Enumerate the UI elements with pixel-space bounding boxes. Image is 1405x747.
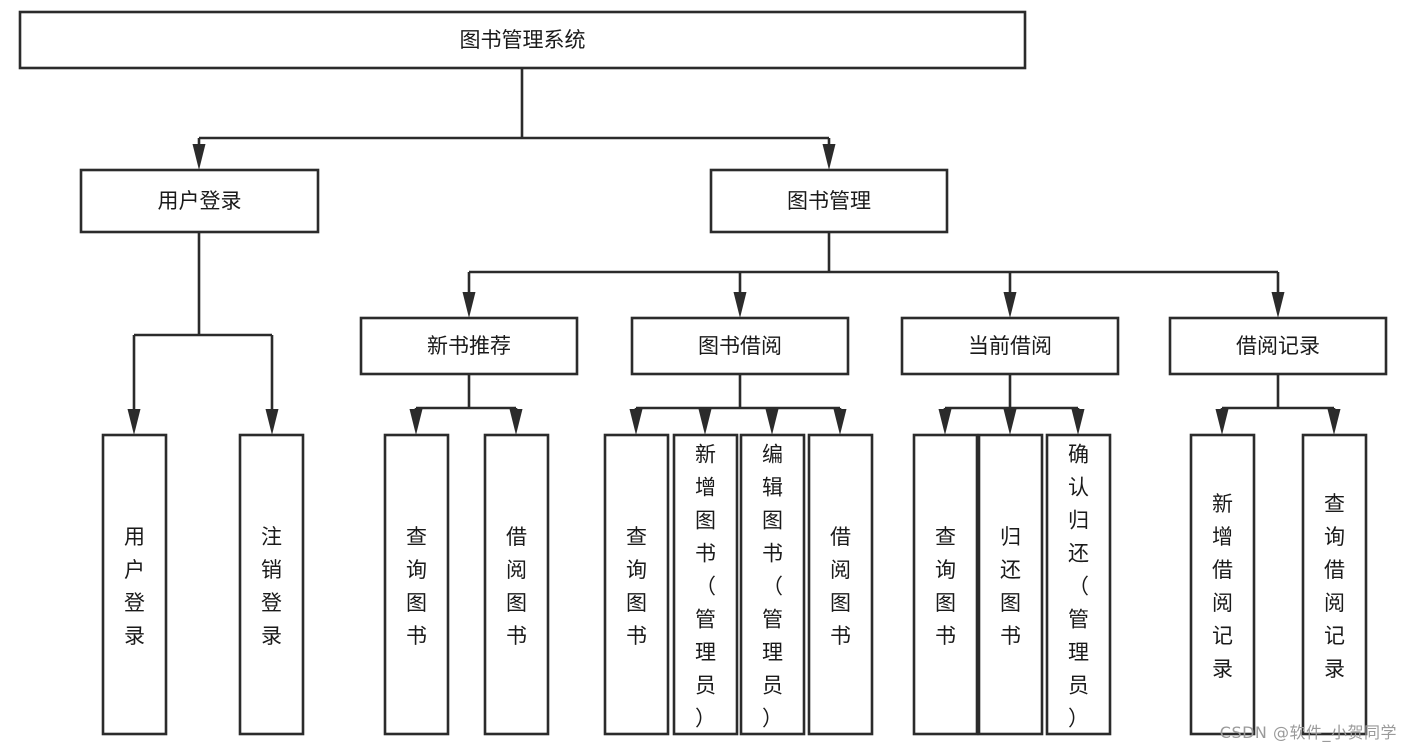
arrow-head-icon bbox=[1215, 409, 1229, 435]
node-box-leaf-query-book-2[interactable] bbox=[603, 433, 670, 736]
node-label: 新增图书（管理员） bbox=[695, 443, 716, 731]
node-leaf-confirm-return[interactable]: 确认归还（管理员） bbox=[1045, 433, 1112, 736]
node-box-leaf-edit-book[interactable] bbox=[739, 433, 806, 736]
arrow-head-icon bbox=[938, 409, 952, 435]
arrow-head-icon bbox=[127, 409, 141, 435]
node-box-leaf-query-book-3[interactable] bbox=[912, 433, 979, 736]
node-label: 查询图书 bbox=[935, 525, 956, 648]
edges-layer bbox=[127, 68, 1341, 435]
arrow-head-icon bbox=[698, 409, 712, 435]
arrow-head-icon bbox=[192, 144, 206, 170]
node-label: 借阅记录 bbox=[1236, 334, 1320, 358]
arrow-head-icon bbox=[1327, 409, 1341, 435]
node-label: 借阅图书 bbox=[830, 525, 851, 648]
node-box-book-manage[interactable] bbox=[709, 168, 949, 234]
node-label: 当前借阅 bbox=[968, 334, 1052, 358]
node-box-book-borrow[interactable] bbox=[630, 316, 850, 376]
node-box-borrow-record[interactable] bbox=[1168, 316, 1388, 376]
node-box-leaf-borrow-book-2[interactable] bbox=[807, 433, 874, 736]
node-label: 用户登录 bbox=[158, 189, 242, 213]
node-leaf-add-borrow-record[interactable]: 新增借阅记录 bbox=[1189, 433, 1256, 736]
node-leaf-return-book[interactable]: 归还图书 bbox=[977, 433, 1044, 736]
node-leaf-add-book[interactable]: 新增图书（管理员） bbox=[672, 433, 739, 736]
node-box-leaf-borrow-book-1[interactable] bbox=[483, 433, 550, 736]
node-label: 新书推荐 bbox=[427, 334, 511, 358]
node-box-leaf-query-borrow-record[interactable] bbox=[1301, 433, 1368, 736]
node-book-manage[interactable]: 图书管理 bbox=[709, 168, 949, 234]
node-label: 图书管理系统 bbox=[460, 28, 586, 52]
node-label: 查询图书 bbox=[406, 525, 427, 648]
node-label: 新增借阅记录 bbox=[1212, 492, 1233, 681]
arrow-head-icon bbox=[1071, 409, 1085, 435]
node-box-leaf-query-book-1[interactable] bbox=[383, 433, 450, 736]
node-label: 图书管理 bbox=[787, 189, 871, 213]
node-label: 图书借阅 bbox=[698, 334, 782, 358]
node-label: 借阅图书 bbox=[506, 525, 527, 648]
connector-edge-root-split bbox=[192, 68, 836, 170]
arrow-head-icon bbox=[765, 409, 779, 435]
node-leaf-borrow-book-1[interactable]: 借阅图书 bbox=[483, 433, 550, 736]
node-new-book-recommend[interactable]: 新书推荐 bbox=[359, 316, 579, 376]
connector-edge-userlogin-split bbox=[127, 232, 279, 435]
node-label: 确认归还（管理员） bbox=[1068, 443, 1089, 731]
node-box-user-login[interactable] bbox=[79, 168, 320, 234]
node-leaf-query-book-1[interactable]: 查询图书 bbox=[383, 433, 450, 736]
connector-edge-newbook-split bbox=[409, 374, 523, 435]
arrow-head-icon bbox=[629, 409, 643, 435]
arrow-head-icon bbox=[265, 409, 279, 435]
node-label: 归还图书 bbox=[1000, 525, 1021, 648]
arrow-head-icon bbox=[822, 144, 836, 170]
node-book-borrow[interactable]: 图书借阅 bbox=[630, 316, 850, 376]
arrow-head-icon bbox=[733, 292, 747, 318]
node-leaf-user-login[interactable]: 用户登录 bbox=[101, 433, 168, 736]
connector-edge-currentborrow-split bbox=[938, 374, 1085, 435]
node-user-login[interactable]: 用户登录 bbox=[79, 168, 320, 234]
node-box-current-borrow[interactable] bbox=[900, 316, 1120, 376]
node-leaf-borrow-book-2[interactable]: 借阅图书 bbox=[807, 433, 874, 736]
node-leaf-edit-book[interactable]: 编辑图书（管理员） bbox=[739, 433, 806, 736]
node-label: 查询图书 bbox=[626, 525, 647, 648]
arrow-head-icon bbox=[1003, 409, 1017, 435]
node-current-borrow[interactable]: 当前借阅 bbox=[900, 316, 1120, 376]
node-box-root[interactable] bbox=[18, 10, 1027, 70]
connector-edge-bookborrow-split bbox=[629, 374, 847, 435]
nodes-layer: 图书管理系统用户登录图书管理新书推荐图书借阅当前借阅借阅记录用户登录注销登录查询… bbox=[18, 10, 1388, 736]
node-label: 查询借阅记录 bbox=[1324, 492, 1345, 681]
node-box-leaf-add-borrow-record[interactable] bbox=[1189, 433, 1256, 736]
arrow-head-icon bbox=[409, 409, 423, 435]
arrow-head-icon bbox=[509, 409, 523, 435]
csdn-watermark: CSDN @软件_小贺同学 bbox=[1219, 723, 1397, 742]
connector-edge-borrowrecord-split bbox=[1215, 374, 1341, 435]
node-box-leaf-confirm-return[interactable] bbox=[1045, 433, 1112, 736]
node-label: 注销登录 bbox=[261, 525, 282, 648]
arrow-head-icon bbox=[1271, 292, 1285, 318]
node-box-leaf-return-book[interactable] bbox=[977, 433, 1044, 736]
node-borrow-record[interactable]: 借阅记录 bbox=[1168, 316, 1388, 376]
node-box-leaf-user-login[interactable] bbox=[101, 433, 168, 736]
connector-edge-bookmanage-split bbox=[462, 232, 1285, 318]
arrow-head-icon bbox=[462, 292, 476, 318]
node-root[interactable]: 图书管理系统 bbox=[18, 10, 1027, 70]
node-leaf-user-logout[interactable]: 注销登录 bbox=[238, 433, 305, 736]
node-leaf-query-book-3[interactable]: 查询图书 bbox=[912, 433, 979, 736]
arrow-head-icon bbox=[1003, 292, 1017, 318]
arrow-head-icon bbox=[833, 409, 847, 435]
node-label: 编辑图书（管理员） bbox=[762, 443, 783, 731]
node-box-new-book-recommend[interactable] bbox=[359, 316, 579, 376]
node-leaf-query-book-2[interactable]: 查询图书 bbox=[603, 433, 670, 736]
node-box-leaf-user-logout[interactable] bbox=[238, 433, 305, 736]
node-box-leaf-add-book[interactable] bbox=[672, 433, 739, 736]
node-leaf-query-borrow-record[interactable]: 查询借阅记录 bbox=[1301, 433, 1368, 736]
node-label: 用户登录 bbox=[124, 525, 145, 648]
